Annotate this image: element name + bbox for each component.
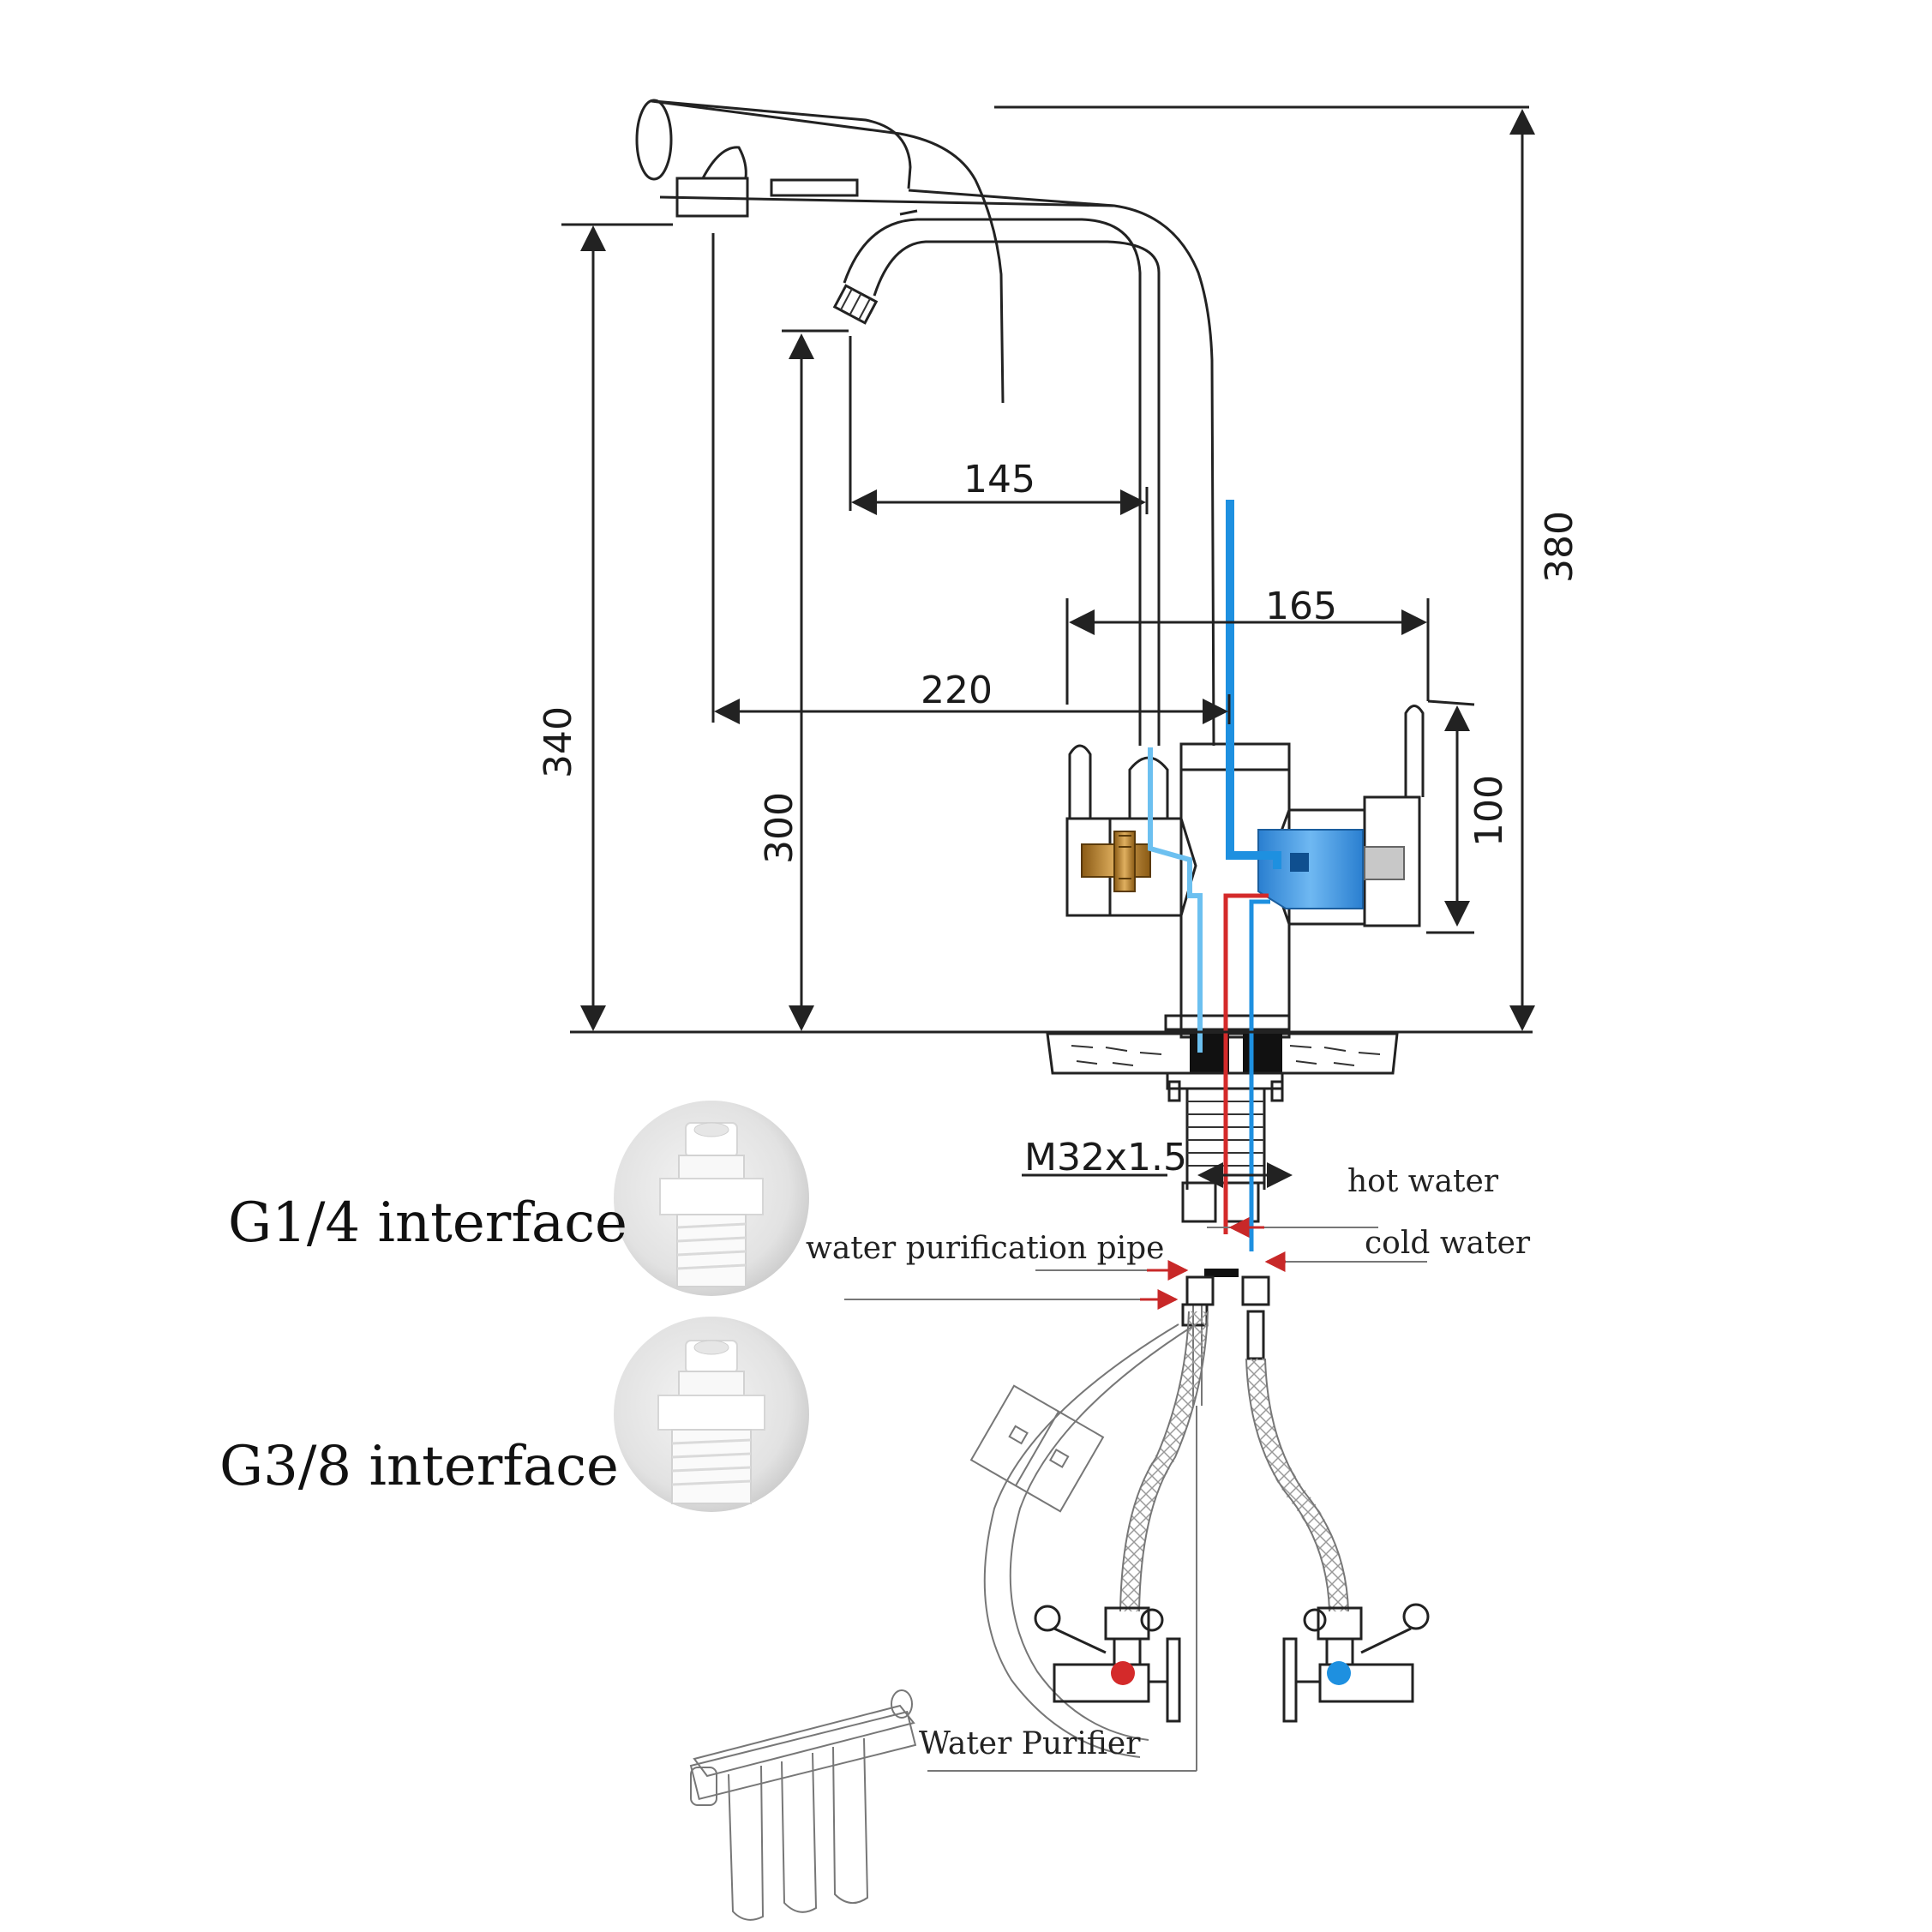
dimension-220: 220 <box>921 669 993 712</box>
dimension-lines <box>561 105 1535 1190</box>
thread-size-label: M32x1.5 <box>1024 1136 1187 1179</box>
hot-water-label: hot water <box>1347 1164 1499 1199</box>
hot-water-valve <box>1034 1605 1181 1723</box>
dimension-165: 165 <box>1265 585 1337 628</box>
hot-valve-dot <box>1111 1661 1135 1685</box>
supply-hoses <box>927 1311 1349 1772</box>
faucet-drawing <box>635 99 1425 1406</box>
g38-fitting-photo <box>614 1317 809 1512</box>
water-purification-pipe-label: water purification pipe <box>806 1231 1164 1266</box>
g38-interface-label: G3/8 interface <box>219 1435 619 1498</box>
purified-water-path <box>1148 747 1203 1053</box>
hot-water-path <box>1223 893 1269 1234</box>
g14-fitting-photo <box>614 1101 809 1296</box>
g14-interface-label: G1/4 interface <box>228 1191 627 1255</box>
cold-water-supply-path <box>1249 899 1270 1251</box>
cold-valve-dot <box>1327 1661 1351 1685</box>
cold-water-label: cold water <box>1365 1226 1531 1261</box>
cold-water-valve <box>1282 1603 1430 1723</box>
cold-water-path <box>1226 500 1281 869</box>
water-purifier-label: Water Purifier <box>919 1726 1141 1761</box>
water-purifier-drawing <box>689 1689 917 1921</box>
water-paths <box>1148 500 1281 1251</box>
dimension-340: 340 <box>537 706 580 778</box>
dimension-100: 100 <box>1467 775 1511 847</box>
dimension-145: 145 <box>963 458 1035 501</box>
dimension-300: 300 <box>758 792 801 864</box>
dimension-380: 380 <box>1538 511 1581 583</box>
pointer-arrows <box>844 1217 1427 1310</box>
